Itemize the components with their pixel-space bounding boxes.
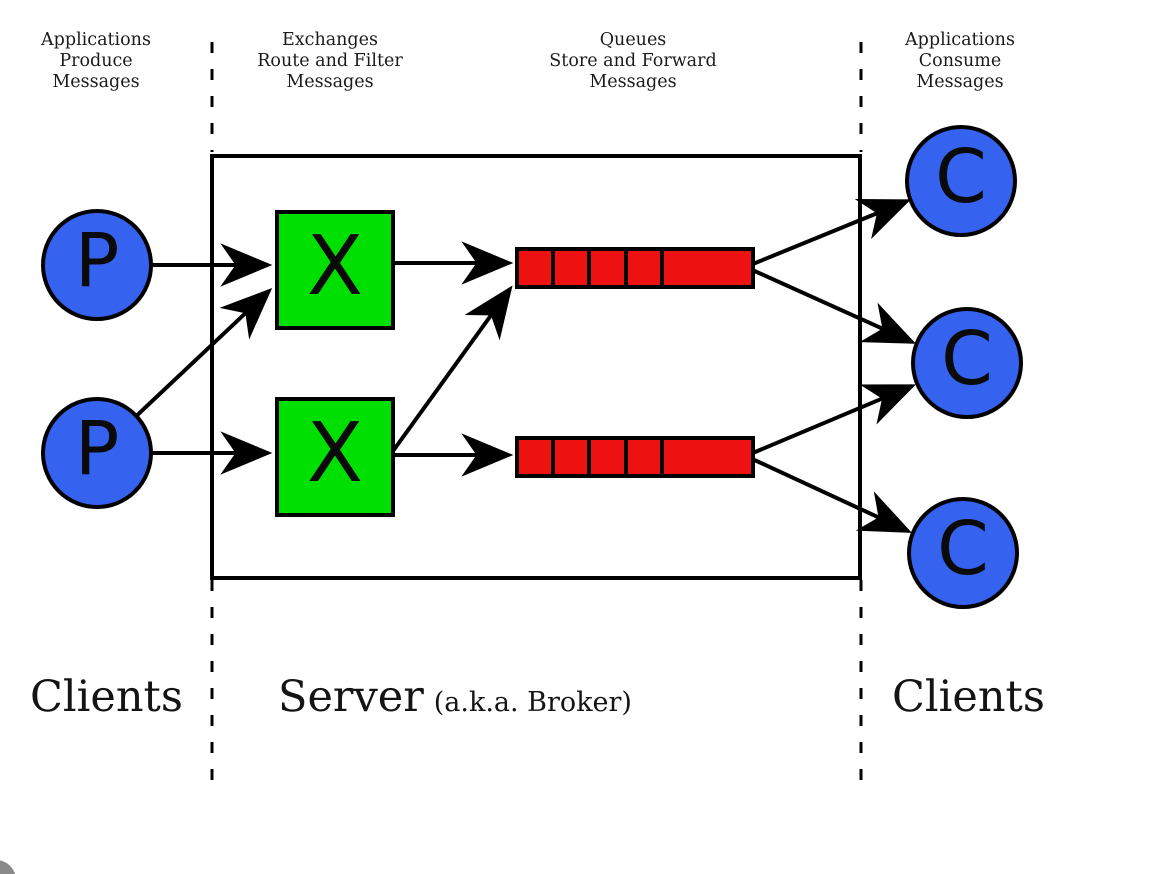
producer-label: P (74, 218, 120, 304)
column-header-consumers: Applications Consume Messages (880, 30, 1040, 93)
header-line: Store and Forward (549, 51, 717, 71)
column-header-producers: Applications Produce Messages (16, 30, 176, 93)
queue-cell (663, 251, 751, 285)
header-line: Messages (589, 72, 677, 92)
queue-cell (627, 251, 660, 285)
header-line: Messages (52, 72, 140, 92)
consumer-node-2: C (911, 307, 1023, 419)
consumer-label: C (935, 134, 987, 220)
arrow-exchange2-queue1 (391, 285, 513, 453)
queue-cell (519, 440, 552, 474)
consumer-node-3: C (907, 497, 1019, 609)
arrow-queue2-consumer2 (747, 384, 916, 457)
consumer-label: C (941, 316, 993, 402)
queue-cell (591, 251, 624, 285)
header-line: Messages (286, 72, 374, 92)
header-line: Route and Filter (257, 51, 403, 71)
queue-cell (555, 251, 588, 285)
header-line: Produce (59, 51, 133, 71)
header-line: Applications (905, 30, 1015, 50)
header-line: Messages (916, 72, 1004, 92)
zone-label-server: Server (a.k.a. Broker) (278, 672, 632, 722)
producer-node-2: P (41, 397, 153, 509)
arrow-queue2-consumer3 (747, 455, 912, 533)
arrow-queue1-consumer2 (747, 266, 916, 344)
server-label: Server (278, 672, 424, 722)
header-line: Exchanges (282, 30, 378, 50)
exchange-node-2: X (275, 397, 395, 517)
exchange-node-1: X (275, 210, 395, 330)
server-broker-box (210, 154, 862, 580)
consumer-label: C (937, 506, 989, 592)
header-line: Queues (599, 30, 667, 50)
column-header-queues: Queues Store and Forward Messages (508, 30, 758, 93)
server-note-label: (a.k.a. Broker) (433, 687, 632, 718)
queue-node-2 (515, 436, 755, 478)
arrow-queue1-consumer1 (747, 198, 912, 268)
consumer-node-1: C (905, 125, 1017, 237)
exchange-label: X (306, 405, 364, 501)
queue-node-1 (515, 247, 755, 289)
queue-cell (627, 440, 660, 474)
queue-cell (663, 440, 751, 474)
header-line: Consume (918, 51, 1002, 71)
column-header-exchanges: Exchanges Route and Filter Messages (230, 30, 430, 93)
queue-cell (519, 251, 552, 285)
header-line: Applications (41, 30, 151, 50)
producer-label: P (74, 406, 120, 492)
queue-cell (591, 440, 624, 474)
zone-label-clients-left: Clients (30, 672, 183, 722)
queue-cell (555, 440, 588, 474)
producer-node-1: P (41, 209, 153, 321)
zone-label-clients-right: Clients (892, 672, 1045, 722)
exchange-label: X (306, 218, 364, 314)
